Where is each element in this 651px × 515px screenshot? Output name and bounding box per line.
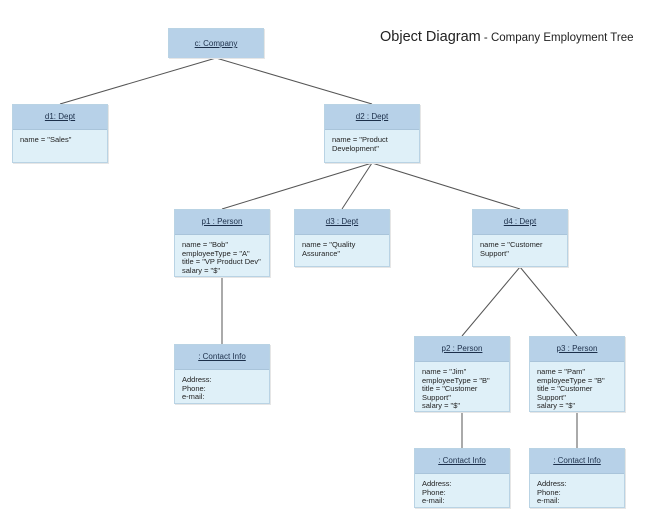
connector-company-d2: [215, 57, 373, 105]
attribute-line: salary = "$": [182, 265, 221, 275]
attribute-line: employeeType = "B": [422, 375, 490, 385]
object-header: : Contact Info: [530, 449, 624, 474]
diagram-title-sub: - Company Employment Tree: [480, 32, 634, 44]
object-attributes: Address:Phone:e-mail:: [530, 474, 624, 512]
attribute-line: Phone:: [182, 383, 206, 393]
attribute-line: Phone:: [422, 487, 446, 497]
attribute-line: e-mail:: [422, 496, 445, 506]
object-person-p2[interactable]: p2 : Person name = "Jim"employeeType = "…: [414, 336, 510, 412]
attribute-line: name = "Customer: [480, 240, 543, 249]
connector-company-d1: [59, 57, 217, 105]
object-header: p2 : Person: [415, 337, 509, 362]
attribute-line: name = "Pam": [537, 367, 586, 376]
attribute-line: salary = "$": [537, 401, 576, 411]
attribute-line: Phone:: [537, 487, 561, 497]
object-header: p3 : Person: [530, 337, 624, 362]
attribute-line: Development": [332, 143, 379, 153]
object-contact-info-3[interactable]: : Contact Info Address:Phone:e-mail:: [529, 448, 625, 508]
attribute-line: Address:: [537, 479, 567, 488]
object-attributes: name = "Pam"employeeType = "B"title = "C…: [530, 362, 624, 417]
object-dept-d1[interactable]: d1: Dept name = "Sales": [12, 104, 108, 163]
attribute-line: title = "Customer: [537, 384, 593, 394]
connector-d2-d3: [341, 162, 373, 210]
attribute-line: name = "Product: [332, 135, 388, 144]
object-person-p3[interactable]: p3 : Person name = "Pam"employeeType = "…: [529, 336, 625, 412]
object-header: d4 : Dept: [473, 210, 567, 235]
object-header: p1 : Person: [175, 210, 269, 235]
object-header: d3 : Dept: [295, 210, 389, 235]
connector-d2-p1: [221, 162, 373, 210]
attribute-line: Support": [537, 392, 566, 402]
attribute-line: title = "Customer: [422, 384, 478, 394]
diagram-title: Object Diagram - Company Employment Tree: [380, 28, 634, 46]
connector-d2-d4: [371, 162, 521, 210]
object-attributes: name = "Bob"employeeType = "A"title = "V…: [175, 235, 269, 281]
object-attributes: name = "Sales": [13, 130, 107, 151]
object-contact-info-1[interactable]: : Contact Info Address:Phone:e-mail:: [174, 344, 270, 404]
object-header: d2 : Dept: [325, 105, 419, 130]
attribute-line: Support": [422, 392, 451, 402]
attribute-line: e-mail:: [182, 392, 205, 402]
connector-d4-p2: [461, 266, 521, 337]
attribute-line: e-mail:: [537, 496, 560, 506]
attribute-line: employeeType = "A": [182, 248, 250, 258]
object-attributes: Address:Phone:e-mail:: [415, 474, 509, 512]
attribute-line: name = "Quality: [302, 240, 356, 249]
object-company[interactable]: c: Company: [168, 28, 264, 58]
diagram-title-main: Object Diagram: [380, 29, 481, 45]
object-contact-info-2[interactable]: : Contact Info Address:Phone:e-mail:: [414, 448, 510, 508]
attribute-line: salary = "$": [422, 401, 461, 411]
attribute-line: employeeType = "B": [537, 375, 605, 385]
object-attributes: Address:Phone:e-mail:: [175, 370, 269, 408]
attribute-line: Address:: [182, 375, 212, 384]
connector-d4-p3: [519, 266, 578, 337]
attribute-line: name = "Jim": [422, 367, 467, 376]
object-header: c: Company: [169, 29, 263, 58]
object-header: : Contact Info: [175, 345, 269, 370]
attribute-line: name = "Sales": [20, 135, 72, 144]
attribute-line: Support": [480, 248, 509, 258]
attribute-line: name = "Bob": [182, 240, 228, 249]
attribute-line: Assurance": [302, 248, 341, 258]
attribute-line: Address:: [422, 479, 452, 488]
object-attributes: name = "Jim"employeeType = "B"title = "C…: [415, 362, 509, 417]
object-header: d1: Dept: [13, 105, 107, 130]
object-person-p1[interactable]: p1 : Person name = "Bob"employeeType = "…: [174, 209, 270, 277]
object-header: : Contact Info: [415, 449, 509, 474]
attribute-line: title = "VP Product Dev": [182, 257, 261, 267]
